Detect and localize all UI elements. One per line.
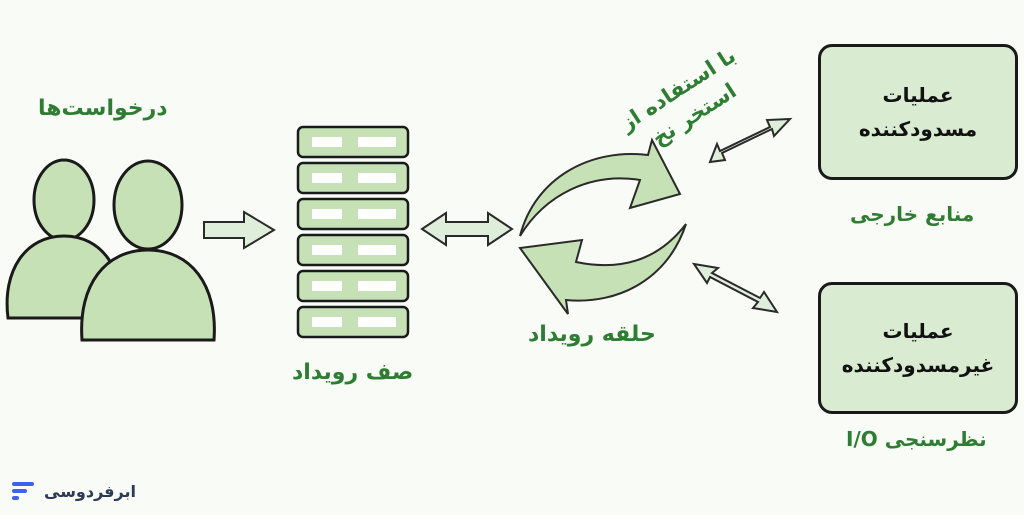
event-loop-cycle-icon bbox=[518, 137, 687, 315]
nonblocking-operations-text: عملیات غیرمسدودکننده bbox=[841, 319, 995, 377]
brand-name: ابرفردوسی bbox=[44, 481, 136, 501]
io-polling-label: نظرسنجی I/O bbox=[846, 427, 987, 451]
nonblocking-operations-box: عملیات غیرمسدودکننده bbox=[818, 282, 1018, 414]
users-icon bbox=[5, 158, 216, 342]
arrow-loop-nonblocking bbox=[691, 262, 780, 314]
arrow-queue-loop bbox=[420, 211, 514, 247]
external-resources-label: منابع خارجی bbox=[850, 202, 975, 226]
brand-logo: ابرفردوسی bbox=[12, 476, 136, 506]
event-loop-label: حلقه رویداد bbox=[528, 322, 656, 347]
blocking-operations-box: عملیات مسدودکننده bbox=[818, 44, 1018, 180]
stacked-bars-icon bbox=[12, 480, 36, 502]
event-queue-stack-icon bbox=[296, 125, 410, 339]
arrow-requests-to-queue bbox=[203, 210, 276, 250]
blocking-operations-text: عملیات مسدودکننده bbox=[858, 83, 978, 141]
arrow-loop-blocking bbox=[708, 117, 793, 164]
requests-label: درخواست‌ها bbox=[38, 96, 168, 121]
event-queue-label: صف رویداد bbox=[292, 360, 414, 385]
